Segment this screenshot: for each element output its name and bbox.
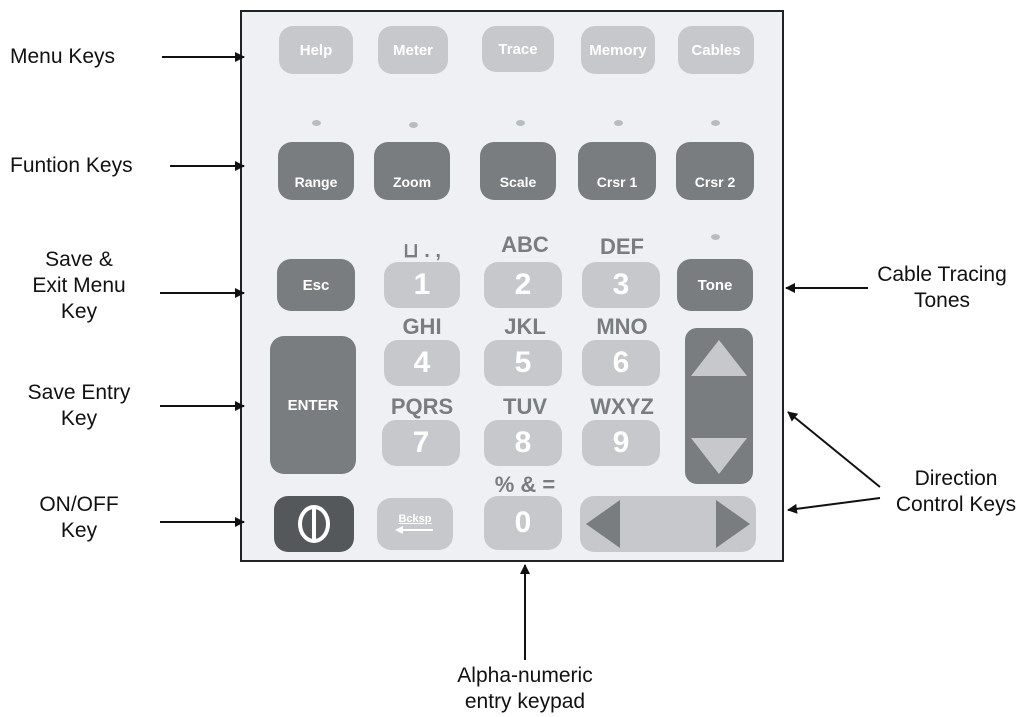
key-2[interactable]: 2 — [484, 262, 562, 308]
key-6[interactable]: 6 — [582, 340, 660, 386]
up-down-key[interactable] — [685, 328, 753, 484]
crsr2-key[interactable]: Crsr 2 — [676, 142, 754, 200]
tone-key[interactable]: Tone — [677, 259, 753, 311]
menu-keys-label: Menu Keys — [10, 45, 116, 68]
on-off-label: ON/OFF Key — [39, 493, 119, 542]
save-exit-label: Save & Exit Menu Key — [32, 248, 126, 323]
tone-led — [711, 234, 720, 240]
alpha-numeric-label: Alpha-numeric entry keypad — [457, 664, 593, 713]
direction-keys-label: Direction Control Keys — [895, 467, 1017, 516]
zoom-led — [409, 122, 418, 128]
up-down-arrows-icon — [691, 340, 747, 474]
scale-key[interactable]: Scale — [480, 142, 556, 200]
keypad-panel: Help Meter Trace Memory Cables Range Zoo… — [240, 10, 784, 562]
memory-key[interactable]: Memory — [581, 26, 655, 74]
key-8-letters: TUV — [503, 394, 547, 419]
trace-key[interactable]: Trace — [482, 26, 554, 72]
range-led — [312, 120, 321, 126]
crsr2-led — [711, 120, 720, 126]
key-0[interactable]: 0 — [484, 496, 562, 550]
cables-key[interactable]: Cables — [678, 26, 754, 74]
key-3[interactable]: 3 — [582, 262, 660, 308]
left-right-arrows-icon — [586, 500, 750, 548]
cable-tracing-label: Cable Tracing Tones — [877, 263, 1007, 312]
crsr1-key[interactable]: Crsr 1 — [578, 142, 656, 200]
save-entry-label: Save Entry Key — [27, 381, 131, 430]
key-7-letters: PQRS — [390, 394, 454, 419]
power-icon — [298, 505, 330, 543]
meter-key[interactable]: Meter — [378, 26, 448, 74]
key-7[interactable]: 7 — [382, 420, 460, 466]
key-6-letters: MNO — [596, 314, 648, 339]
range-key[interactable]: Range — [278, 142, 354, 200]
key-5[interactable]: 5 — [484, 340, 562, 386]
enter-key[interactable]: ENTER — [270, 336, 356, 474]
key-1[interactable]: 1 — [384, 262, 460, 308]
key-1-letters: ⊔ . , — [403, 240, 441, 262]
left-right-key[interactable] — [580, 496, 756, 552]
key-8[interactable]: 8 — [484, 420, 562, 466]
backspace-key[interactable]: Bcksp — [377, 498, 453, 550]
key-9[interactable]: 9 — [582, 420, 660, 466]
key-4[interactable]: 4 — [384, 340, 460, 386]
key-5-letters: JKL — [504, 314, 546, 339]
esc-key[interactable]: Esc — [277, 259, 355, 311]
key-2-letters: ABC — [501, 232, 549, 257]
direction-up-arrow — [787, 411, 881, 488]
scale-led — [516, 120, 525, 126]
key-3-letters: DEF — [600, 234, 644, 259]
backspace-label: Bcksp — [398, 513, 432, 525]
crsr1-led — [614, 120, 623, 126]
backspace-arrow-icon — [395, 526, 433, 534]
key-0-letters: % & = — [494, 472, 556, 497]
function-keys-label: Funtion Keys — [10, 154, 133, 177]
help-key[interactable]: Help — [279, 26, 353, 74]
direction-down-arrow — [787, 497, 881, 514]
key-9-letters: WXYZ — [590, 394, 654, 419]
zoom-key[interactable]: Zoom — [374, 142, 450, 200]
key-4-letters: GHI — [402, 314, 442, 339]
power-key[interactable] — [274, 496, 354, 552]
